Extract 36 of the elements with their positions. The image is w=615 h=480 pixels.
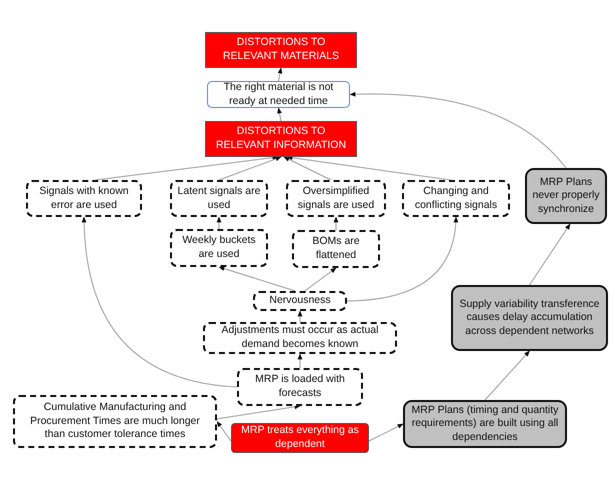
process-box: Cumulative Manufacturing and Procurement Times are much longer than customer tolerance times [13,395,217,448]
process-box: MRP treats everything as dependent [231,423,369,453]
arrow [286,155,452,180]
arrow [298,310,302,322]
arrow [218,156,282,180]
process-box: BOMs are flattened [292,230,380,268]
process-box: Signals with known error are used [26,180,142,217]
arrow [277,107,282,122]
process-box: Changing and conflicting signals [402,180,510,217]
process-box: MRP Plans (timing and quantity requirements) are built using all dependencies [403,400,567,448]
arrow [346,216,458,302]
arrow [529,224,571,286]
process-box: Latent signals are used [170,180,268,217]
arrow [216,421,232,442]
arrow [278,67,282,82]
process-box: DISTORTIONS TO RELEVANT MATERIALS [205,32,357,68]
process-box: DISTORTIONS TO RELEVANT INFORMATION [205,121,357,157]
arrow [218,266,296,292]
process-box: The right material is not ready at needed time [207,81,350,108]
arrow [368,424,404,442]
arrow [349,92,566,168]
arrow [216,404,301,420]
process-box: MRP Plans never properly synchronize [525,168,607,224]
arrow [334,216,338,230]
arrow [484,350,530,400]
arrow [216,216,222,230]
process-box: Supply variability transference causes delay accumulation across dependent networks [451,285,608,351]
process-box: Adjustments must occur as actual demand becomes known [203,322,397,354]
process-box: Oversimplified signals are used [286,180,386,217]
arrow [304,268,336,292]
arrow [284,156,332,180]
arrow [82,216,238,388]
process-box: Weekly buckets are used [170,229,268,267]
arrow [298,353,302,368]
process-box: Nervousness [253,291,347,311]
process-box: MRP is loaded with forecasts [237,368,363,406]
